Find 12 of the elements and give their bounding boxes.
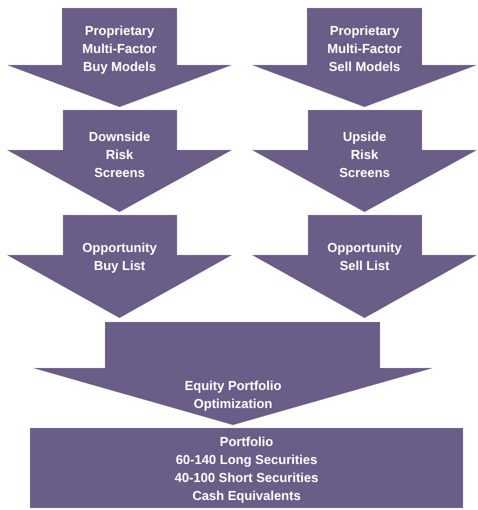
- step-label: Proprietary Multi-Factor Buy Models: [81, 22, 158, 76]
- step-label: Downside Risk Screens: [88, 128, 150, 182]
- step-label: Upside Risk Screens: [339, 128, 390, 182]
- box-heading: Portfolio: [218, 433, 274, 451]
- box-text: 60-140 Long Securities: [174, 451, 318, 469]
- box-text: Cash Equivalents: [191, 487, 302, 505]
- box-text: 40-100 Short Securities: [174, 469, 320, 487]
- result-box: [30, 428, 463, 508]
- step-label: Equity Portfolio Optimization: [184, 377, 282, 413]
- step-label: Opportunity Buy List: [81, 239, 158, 275]
- step-label: Proprietary Multi-Factor Sell Models: [326, 22, 403, 76]
- step-label: Opportunity Sell List: [326, 239, 403, 275]
